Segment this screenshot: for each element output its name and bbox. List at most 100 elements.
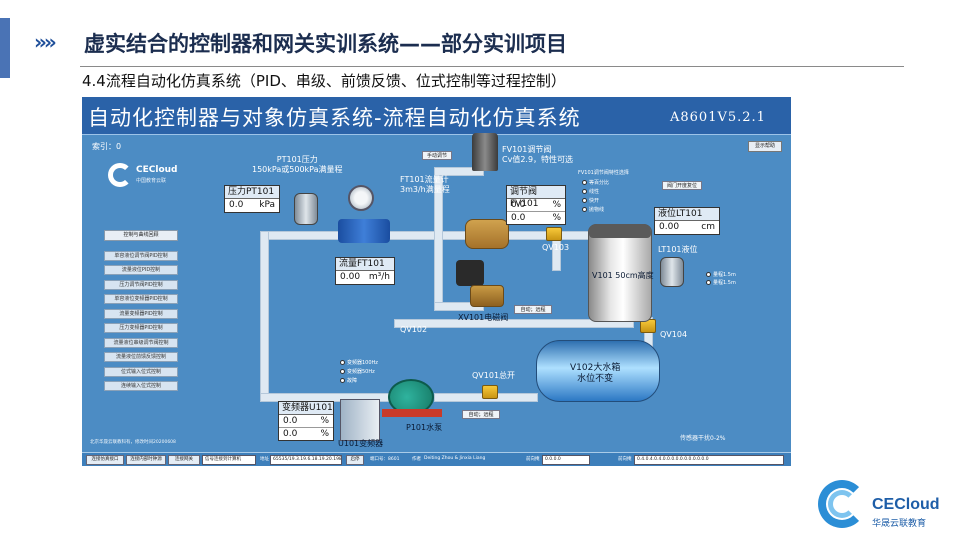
pipe-qv102 (394, 319, 634, 328)
port-label: 端口号：8601 (370, 457, 400, 462)
corner-logo-sub: 华晟云联教育 (872, 519, 927, 529)
tank-v101 (588, 224, 652, 322)
level-readout: 液位LT101 0.00 cm (654, 207, 720, 235)
level-unit: cm (701, 222, 715, 232)
connect-gateway-button[interactable]: 连接网关 (168, 455, 200, 465)
menu-item[interactable]: 压力变频器PID控制 (104, 323, 178, 333)
pressure-unit: kPa (259, 200, 275, 210)
control-valve-value2: 0.0 (511, 213, 526, 223)
control-valve-body-icon (465, 219, 509, 249)
qv104-label: QV104 (660, 330, 688, 339)
menu-item[interactable]: 位式输入位式控制 (104, 367, 178, 377)
connect-sim-button[interactable]: 连接仿真接口 (86, 455, 124, 465)
mask2-label: 前向掩 (618, 457, 632, 462)
control-valve-unit1: % (552, 200, 561, 210)
valve-option-radio[interactable]: 快开 (582, 197, 599, 204)
pump-fault-button[interactable]: 故障 (340, 377, 357, 384)
tank-v102-label: V102大水箱 水位不变 (570, 363, 621, 384)
pressure-transmitter-icon (294, 193, 318, 225)
valve-option-radio[interactable]: 抛物线 (582, 206, 604, 213)
pump-freq-radio[interactable]: 变频器100Hz (340, 359, 378, 366)
connect-clock-button[interactable]: 连接内部时钟源 (126, 455, 166, 465)
pipe-left (260, 231, 269, 401)
sim-header: 自动化控制器与对象仿真系统-流程自动化仿真系统 A8601V5.2.1 (82, 97, 791, 135)
pipe-bypass-top (434, 167, 484, 176)
control-valve-unit2: % (552, 213, 561, 223)
mask2-field[interactable]: 0.4.0.4.0.4.0.0.0.0.0.0.0.0.0.0.0 (634, 455, 784, 465)
valve-reset-button[interactable]: 阀门开度复位 (662, 181, 702, 190)
index-label: 索引：0 (92, 142, 122, 151)
cecloud-logo: CECloud 中国教育云联 (108, 163, 178, 189)
title-divider (80, 66, 904, 67)
xv101-valve-icon[interactable] (470, 285, 504, 307)
valve-option-radio[interactable]: 等百分比 (582, 179, 609, 186)
menu-item[interactable]: 流量液位串级调节阀控制 (104, 338, 178, 348)
author-label: 作者 (412, 457, 421, 462)
sim-title: 自动化控制器与对象仿真系统-流程自动化仿真系统 (88, 106, 581, 130)
mask-label: 前向掩 (526, 457, 540, 462)
sensor-note: 传感器干扰0-2% (680, 435, 726, 442)
menu-head-button[interactable]: 控制与曲线回顾 (104, 230, 178, 241)
slide-title: 虚实结合的控制器和网关实训系统——部分实训项目 (84, 32, 567, 56)
cecloud-logo-icon (108, 163, 132, 187)
valve-option-radio[interactable]: 线性 (582, 188, 599, 195)
addr-label: 地址 (260, 457, 269, 462)
pipe-top (260, 231, 590, 240)
port-field[interactable]: 信号连接到计算机 (202, 455, 256, 465)
tank-v101-label: V101 50cm高度 (592, 271, 654, 280)
vfd-readout: 变频器U101 0.0% 0.0% (278, 401, 334, 441)
valve-characteristic-title: FV101调节阀特性选择 (578, 170, 629, 176)
logo-sub: 中国教育云联 (136, 178, 167, 184)
help-button[interactable]: 显示帮助 (748, 141, 782, 152)
menu-item[interactable]: 压力调节阀PID控制 (104, 280, 178, 290)
xv101-mode-button[interactable]: 自动；远程 (514, 305, 552, 314)
pump-label: P101水泵 (406, 423, 443, 432)
manual-adjust-button[interactable]: 手动调节 (422, 151, 452, 160)
control-valve-panel-title: 调节阀FV101 (507, 186, 565, 209)
menu-item[interactable]: 连续输入位式控制 (104, 381, 178, 391)
menu-item[interactable]: 单容液位调节阀PID控制 (104, 251, 178, 261)
level-panel-title: 液位LT101 (655, 208, 719, 221)
corner-logo-name: CECloud (872, 496, 940, 513)
chevron-right-icon: »» (34, 30, 57, 54)
vfd-panel-title: 变频器U101 (279, 402, 333, 415)
flowmeter-gauge-icon (348, 185, 374, 211)
menu-item[interactable]: 单容液位变频器PID控制 (104, 294, 178, 304)
corner-logo: CECloud 华晟云联教育 (816, 476, 946, 532)
solenoid-coil-icon (456, 260, 484, 286)
slide-subtitle: 4.4流程自动化仿真系统（PID、串级、前馈反馈、位式控制等过程控制） (82, 72, 566, 90)
qv102-label: QV102 (400, 325, 428, 334)
vfd-label: U101变频器 (338, 439, 384, 448)
menu-item[interactable]: 流量液位PID控制 (104, 265, 178, 275)
control-valve-readout: 调节阀FV101 0.0% 0.0% (506, 185, 566, 225)
menu-item[interactable]: 流量变频器PID控制 (104, 309, 178, 319)
control-valve-actuator-icon (472, 133, 498, 171)
flowmeter-label: FT101流量计 3m3/h满量程 (400, 175, 450, 194)
xv101-label: XV101电磁阀 (458, 313, 509, 322)
qv101-label: QV101总开 (472, 371, 516, 380)
qv101-mode-button[interactable]: 自动；远程 (462, 410, 500, 419)
vfd-unit2: % (320, 429, 329, 439)
level-value: 0.00 (659, 222, 680, 232)
qv103-valve-icon[interactable] (546, 227, 562, 241)
pump-freq-radio[interactable]: 变频器50Hz (340, 368, 375, 375)
pump-base (382, 409, 442, 417)
mask-field[interactable]: 0.0.0.0 (542, 455, 590, 465)
cecloud-ring-icon (818, 480, 866, 528)
tank-v101-cap (589, 224, 651, 238)
qv101-valve-icon[interactable] (482, 385, 498, 399)
qv103-label: QV103 (542, 243, 570, 252)
author-value: Deiting Zhou & Jinxia Liang (424, 456, 486, 461)
vfd-value1: 0.0 (283, 416, 298, 426)
level-range-radio[interactable]: 量程1.5m (706, 271, 736, 278)
pressure-value: 0.0 (229, 200, 244, 210)
control-valve-label: FV101调节阀 Cv值2.9，特性可选 (502, 145, 574, 164)
addr-field[interactable]: 65535/19.3.19.6.18.19.20.1987.8 (270, 455, 342, 465)
start-stop-button[interactable]: 启停 (346, 455, 364, 465)
flow-value: 0.00 (340, 272, 361, 282)
pressure-panel-title: 压力PT101 (225, 186, 279, 199)
menu-item[interactable]: 流量液位前馈反馈控制 (104, 352, 178, 362)
level-range-radio[interactable]: 量程1.5m (706, 279, 736, 286)
